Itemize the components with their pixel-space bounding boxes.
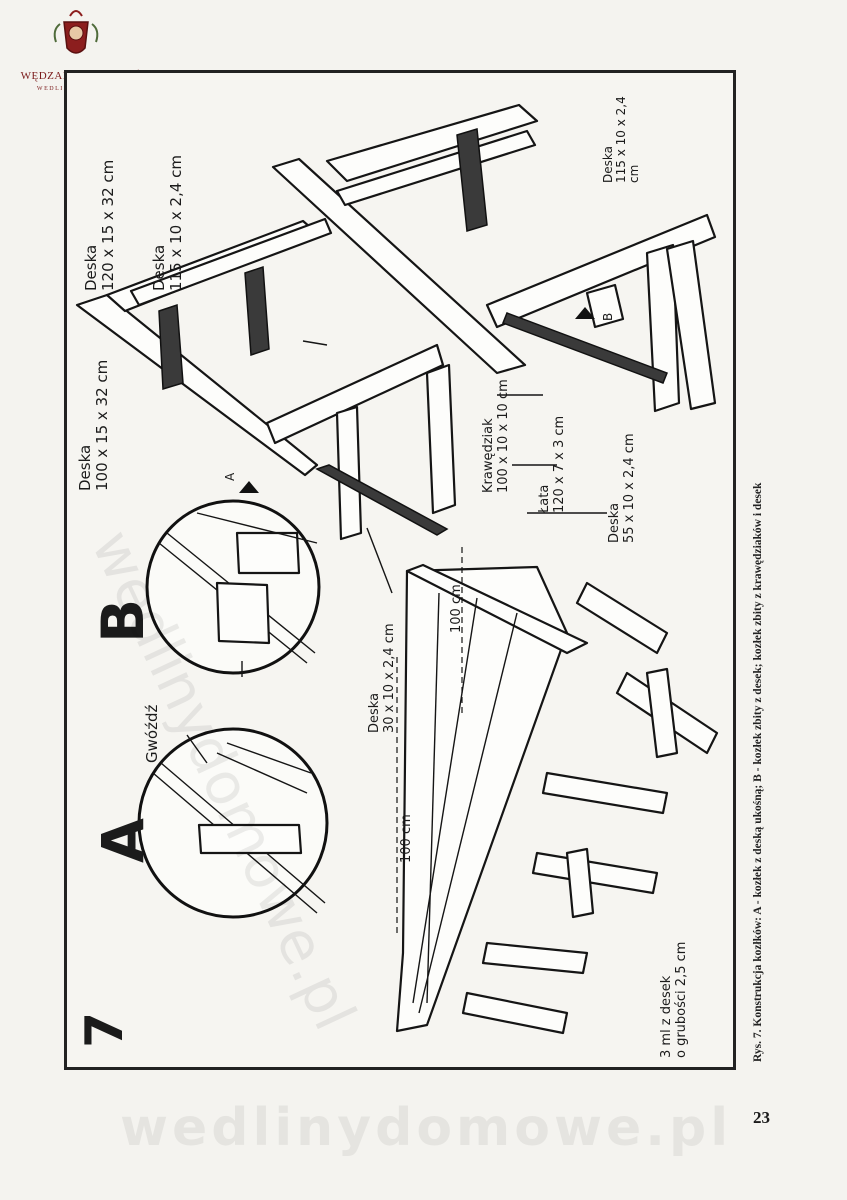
trestle-drawing (75, 103, 719, 1035)
detail-a-circle (137, 727, 329, 919)
sawhorse-beam-drawing (271, 103, 717, 413)
label-dim-100-a: 100 cm (399, 814, 414, 863)
detail-b-content (158, 512, 318, 664)
leg-board (425, 363, 457, 515)
page-number: 23 (753, 1108, 770, 1127)
logo-emblem-icon (53, 10, 99, 54)
table-top (395, 565, 569, 1033)
watermark-bottom: wedlinydomowe.pl (120, 1098, 733, 1158)
arrow-b-label: B (601, 312, 615, 321)
arrow-b-icon (575, 307, 595, 319)
figure-number: 7 (75, 1011, 135, 1048)
beam (271, 157, 527, 375)
leg-board (665, 239, 717, 411)
arrow-a-label: A (223, 472, 237, 481)
long-board-slant (75, 293, 319, 477)
detail-a-content (152, 742, 326, 914)
arrow-a-icon (239, 481, 259, 493)
table-top-drawing (395, 563, 719, 1035)
sawhorse-b-drawing (75, 217, 457, 541)
figure-caption: Rys. 7. Konstrukcja kozłków: A - kozłek … (752, 482, 764, 1062)
detail-a-letter: A (89, 818, 157, 863)
label-dim-100-b: 100 cm (449, 584, 464, 633)
dimension-lines (302, 340, 607, 933)
leg-board (335, 405, 363, 541)
